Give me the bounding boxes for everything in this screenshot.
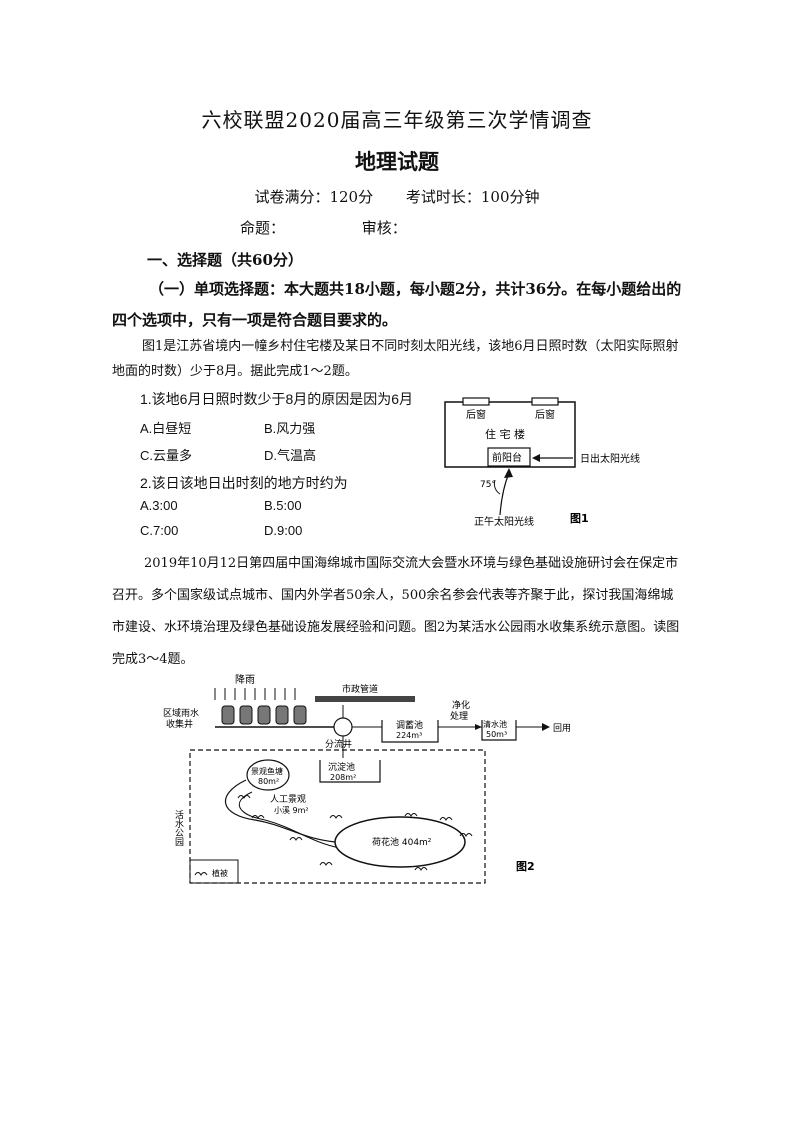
angle-label: 75°: [480, 480, 496, 490]
figure-2: 降雨 区域雨水 收集井 市政管道 分流井 调蓄池 224m³ 净化 处理 清水池…: [163, 673, 571, 884]
storage-area: 224m³: [396, 731, 422, 740]
reviewer-label: 审核：: [361, 219, 407, 237]
purify-label-2: 处理: [450, 710, 468, 722]
diversion-well: [333, 717, 353, 737]
rain-label: 降雨: [235, 673, 255, 686]
fish-pond-label: 景观鱼塘: [251, 766, 283, 776]
clean-pool-label: 清水池: [483, 719, 507, 729]
purify-label-1: 净化: [452, 699, 470, 711]
noon-ray-arrowhead: [504, 468, 513, 478]
q1-option-a: A.白昼短: [140, 421, 192, 436]
question-1-stem: 1.该地6月日照时数少于8月的原因是因为6月: [140, 391, 414, 407]
passage-2: 2019年10月12日第四届中国海绵城市国际交流大会暨水环境与绿色基础设施研讨会…: [112, 556, 680, 667]
q1-option-b: B.风力强: [264, 421, 316, 436]
sunrise-ray-label: 日出太阳光线: [580, 452, 640, 465]
back-window-right-label: 后窗: [535, 408, 555, 421]
fish-pond: [246, 759, 290, 791]
q2-option-a: A.3:00: [140, 498, 178, 513]
sunrise-ray-arrowhead: [532, 454, 540, 462]
storage-pool: [381, 720, 439, 743]
plant-symbols: [237, 795, 473, 871]
back-window-left-label: 后窗: [466, 408, 486, 421]
q1-option-c: C.云量多: [140, 448, 193, 463]
section-title: 一、选择题（共60分）: [147, 251, 303, 269]
part1-intro: （一）单项选择题：本大题共18小题，每小题2分，共计36分。在每小题给出的四个选…: [112, 280, 682, 329]
sediment-area: 208m²: [330, 773, 356, 782]
stream-label-2: 小溪 9m²: [274, 805, 309, 815]
building-outline: [444, 401, 576, 468]
sediment-pool: [319, 760, 381, 783]
noon-ray-label: 正午太阳光线: [474, 515, 534, 528]
full-score: 试卷满分：120分: [254, 188, 374, 206]
collection-wells: [221, 705, 307, 725]
passage-1: 图1是江苏省境内一幢乡村住宅楼及某日不同时刻太阳光线，该地6月日照时数（太阳实际…: [112, 339, 679, 379]
reuse-label: 回用: [553, 723, 571, 734]
vegetation-legend-box: [189, 859, 239, 884]
balcony: [487, 447, 531, 467]
fish-area: 80m²: [258, 777, 279, 786]
back-window-left: [462, 397, 490, 406]
back-window-right: [531, 397, 559, 406]
stream-label-1: 人工景观: [270, 794, 306, 805]
rain-arrows: [214, 688, 296, 700]
vegetation-legend-symbol: [194, 872, 208, 876]
noon-ray: [499, 472, 510, 516]
park-boundary: [189, 749, 486, 884]
diversion-well-label: 分流井: [325, 738, 352, 750]
authors: 命题： 审核：: [240, 217, 479, 238]
stream-edge: [238, 791, 341, 849]
collect-well-label-1: 区域雨水: [163, 707, 199, 719]
clean-area: 50m³: [486, 730, 507, 739]
building-label: 住 宅 楼: [485, 427, 525, 441]
figure-1-caption: 图1: [570, 512, 589, 525]
sediment-pool-label: 沉淀池: [328, 761, 355, 773]
lotus-pond-label: 荷花池 404m²: [372, 836, 432, 848]
park-label: 活水公园: [173, 809, 184, 847]
exam-title: 六校联盟2020届高三年级第三次学情调查: [201, 108, 593, 132]
setter-label: 命题：: [240, 219, 286, 237]
storage-pool-label: 调蓄池: [396, 719, 423, 731]
lotus-pond: [334, 816, 466, 868]
question-2-stem: 2.该日该地日出时刻的地方时约为: [140, 475, 348, 491]
vegetation-label: 植被: [212, 868, 228, 878]
q2-option-c: C.7:00: [140, 523, 179, 538]
clean-pool: [481, 720, 517, 741]
duration: 考试时长：100分钟: [405, 188, 540, 206]
subject-title: 地理试题: [355, 149, 439, 174]
balcony-label: 前阳台: [492, 451, 522, 464]
exam-meta: 试卷满分：120分 考试时长：100分钟: [0, 186, 794, 207]
figure-1: 后窗 后窗 住 宅 楼 前阳台 日出太阳光线 75° 正午太阳光线 图1: [444, 397, 640, 528]
q2-option-b: B.5:00: [264, 498, 302, 513]
q1-option-d: D.气温高: [264, 448, 317, 463]
municipal-pipe: [315, 696, 415, 702]
municipal-pipe-label: 市政管道: [342, 683, 378, 695]
collect-well-label-2: 收集井: [166, 718, 193, 730]
figure-2-caption: 图2: [516, 860, 535, 873]
stream: [225, 779, 336, 843]
angle-arc: [493, 479, 501, 495]
q2-option-d: D.9:00: [264, 523, 303, 538]
